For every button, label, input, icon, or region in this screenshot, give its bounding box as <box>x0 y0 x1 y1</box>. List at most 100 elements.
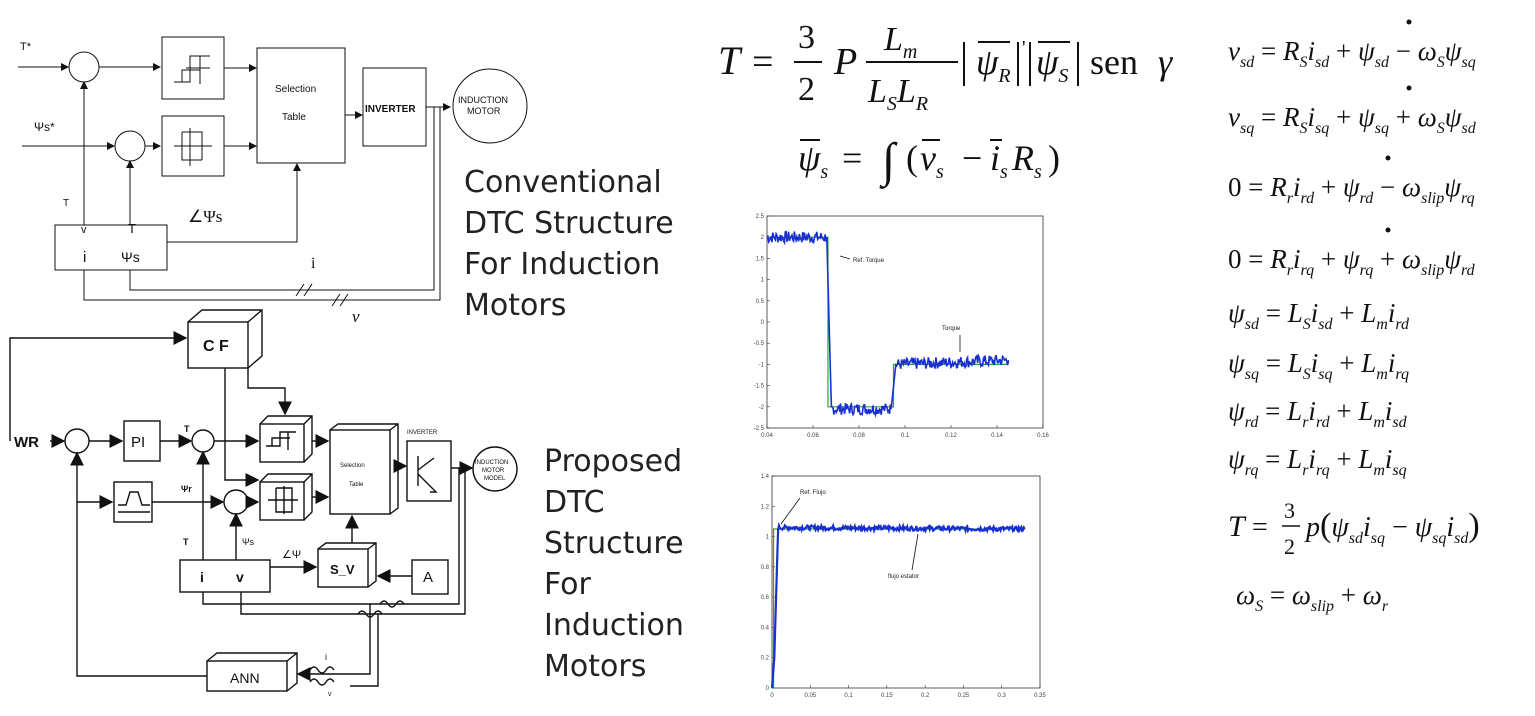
chart-1-x-tick-label: 0.12 <box>945 433 957 439</box>
chart-2-x-tick-label: 0.15 <box>881 693 893 699</box>
estimator-i-proposed: i <box>200 569 204 585</box>
conventional-caption-line-1: Conventional <box>464 165 662 200</box>
svg-text:is: is <box>990 138 1008 183</box>
selection-label-proposed-2: Table <box>349 482 364 488</box>
chart-2-y-tick-label: 0.8 <box>761 565 770 571</box>
psi-s-label-proposed: Ψs <box>242 537 255 547</box>
chart-2-y-tick-label: 1.4 <box>761 474 770 480</box>
conventional-caption-line-2: DTC Structure <box>464 206 674 241</box>
motor-model-label-1: INDUCTION <box>475 460 508 466</box>
chart-2-x-tick-label: 0 <box>770 693 774 699</box>
svg-text:3: 3 <box>1284 498 1295 523</box>
svg-text:p(ψsdisq − ψsqisd): p(ψsdisq − ψsqisd) <box>1304 507 1480 547</box>
svg-text:0 = Rrirq + ψrq + ωslipψrd: 0 = Rrirq + ψrq + ωslipψrd <box>1228 244 1476 279</box>
proposed-caption-line-5: Induction <box>544 608 684 643</box>
chart-1-y-tick-label: 1.5 <box>756 256 765 262</box>
svg-text:2: 2 <box>1284 534 1295 559</box>
proposed-caption-line-2: DTC <box>544 485 605 520</box>
chart-1-y-tick-label: -1.5 <box>754 384 765 390</box>
estimator-t-out: T <box>63 198 69 209</box>
motor-model-label-2: MOTOR <box>482 468 505 474</box>
conventional-caption-line-3: For Induction <box>464 247 661 282</box>
a-block <box>411 559 449 595</box>
estimator-psi-label: Ψs <box>121 249 140 265</box>
eq-prq: ψrq = Lrirq + Lmisq <box>1228 444 1407 479</box>
flux-integral-equation: ψs = ∫ ( vs − is Rs ) <box>798 134 1060 189</box>
diagrams-canvas: T* Ψs* Selection Table INVERTER INDUCTIO… <box>9 36 528 698</box>
inverter-proposed <box>406 440 452 502</box>
selection-table-label-2: Table <box>282 112 306 123</box>
svg-text:T: T <box>718 38 743 83</box>
torque-summer <box>68 51 100 83</box>
chart-annotation-label: flujo estator <box>888 574 919 580</box>
chart-2-y-tick-label: 0.4 <box>761 625 770 631</box>
eq-rd: 0 = Rrird + ψrd − ωslipψrq <box>1228 155 1475 207</box>
flux-weakening-block <box>113 481 153 523</box>
ann-label: ANN <box>230 670 260 686</box>
svg-text:ψR: ψR <box>976 42 1011 87</box>
flux-ref-label: Ψs* <box>34 120 55 134</box>
chart-2-y-tick-label: 0 <box>766 686 770 692</box>
chart-2-x-tick-label: 0.3 <box>998 693 1007 699</box>
svg-text:=: = <box>1252 512 1268 543</box>
torque-summer-proposed <box>191 429 215 453</box>
inverter-label: INVERTER <box>365 104 416 115</box>
flux-hysteresis-proposed <box>259 481 305 521</box>
chart-annotation-arrow <box>780 497 801 525</box>
eq-torque2: T = 3 2 p(ψsdisq − ψsqisd) <box>1228 498 1480 559</box>
flux-summer-proposed <box>223 489 249 515</box>
chart-1-y-tick-label: -2.5 <box>754 426 765 432</box>
svg-text:T: T <box>1228 510 1247 543</box>
chart-1-y-tick-label: 0.5 <box>756 299 765 305</box>
chart-annotation-label: Ref. Flujo <box>800 490 826 496</box>
chart-2-x-tick-label: 0.05 <box>804 693 816 699</box>
svg-text:3: 3 <box>798 19 815 56</box>
cf-block <box>187 321 249 369</box>
conventional-caption: Conventional DTC Structure For Induction… <box>464 162 674 326</box>
chart-1-y-tick-label: -2 <box>759 405 765 411</box>
chart-1-y-tick-label: 1 <box>761 278 765 284</box>
torque-ref-label: T* <box>20 41 32 53</box>
chart-1-x-tick-label: 0.08 <box>853 433 865 439</box>
ann-i-label: i <box>325 652 327 662</box>
motor-model-label-3: MODEL <box>484 476 506 482</box>
chart-2-y-tick-label: 1.2 <box>761 504 770 510</box>
svg-text:(: ( <box>906 138 918 178</box>
chart-1-y-tick-label: -0.5 <box>754 341 765 347</box>
selection-label-proposed-1: Selection <box>340 463 365 469</box>
svg-text:Lm: Lm <box>883 21 917 63</box>
svg-text:vs: vs <box>920 138 944 183</box>
proposed-caption-line-1: Proposed <box>544 444 683 479</box>
voltage-label: v <box>352 307 360 326</box>
svg-text:0 = Rrird + ψrd − ωslipψrq: 0 = Rrird + ψrd − ωslipψrq <box>1228 172 1475 207</box>
a-label: A <box>423 569 433 586</box>
chart-1-frame <box>766 215 1044 429</box>
svg-text:': ' <box>1022 37 1026 59</box>
svg-text:sen: sen <box>1090 42 1138 82</box>
chart-2-y-tick-label: 0.6 <box>761 595 770 601</box>
svg-text:Rs: Rs <box>1011 138 1042 183</box>
svg-text:γ: γ <box>1158 42 1173 82</box>
svg-text:2: 2 <box>798 71 815 108</box>
selection-table-proposed <box>329 429 391 515</box>
induction-motor-model <box>472 446 518 492</box>
eq-omega: ωS = ωslip + ωr <box>1236 580 1389 615</box>
chart-2-series-2 <box>770 521 1026 689</box>
torque-equation: T = 3 2 P Lm LSLR ψR ' ψS sen γ <box>718 19 1173 115</box>
pi-label: PI <box>131 434 145 451</box>
estimator-proposed <box>179 559 271 593</box>
chart-1-y-tick-label: 2 <box>761 235 765 241</box>
speed-summer <box>64 428 90 454</box>
chart-annotation-arrow <box>839 255 851 260</box>
svg-text:): ) <box>1048 138 1060 178</box>
proposed-caption-line-4: For <box>544 567 591 602</box>
chart-1-y-tick-label: -1 <box>759 362 765 368</box>
svg-text:LSLR: LSLR <box>867 73 928 115</box>
sv-block <box>317 548 369 588</box>
current-label: i <box>311 255 316 272</box>
induction-motor <box>452 68 528 144</box>
svg-text:P: P <box>833 41 857 83</box>
machine-equations: vsd = RSisd + ψsd − ωSψsq vsq = RSisq + … <box>1228 19 1480 615</box>
eq-rq: 0 = Rrirq + ψrq + ωslipψrd <box>1228 227 1476 279</box>
chart-2-x-tick-label: 0.2 <box>921 693 930 699</box>
